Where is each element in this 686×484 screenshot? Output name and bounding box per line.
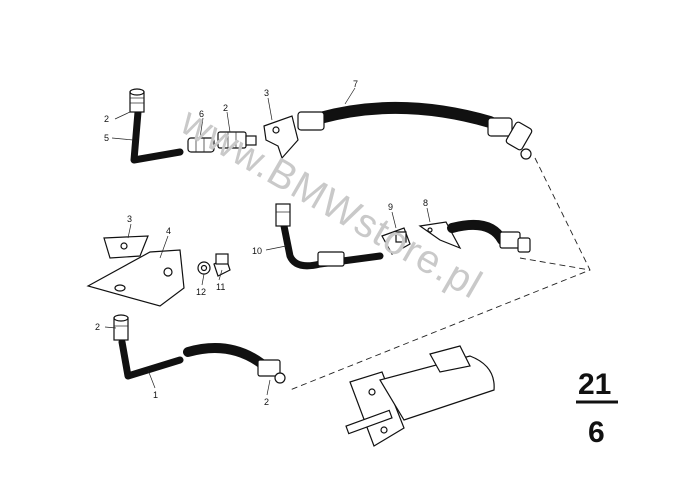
part-9-clip[interactable]	[381, 227, 411, 255]
group-number: 21 6	[576, 368, 618, 449]
callout-12: 12	[196, 287, 206, 297]
callout-1: 1	[153, 390, 158, 400]
group-main-number: 21	[578, 368, 611, 401]
slave-cylinder[interactable]	[345, 345, 495, 447]
callout-2: 2	[264, 397, 269, 407]
callout-3: 3	[264, 88, 269, 98]
callout-10: 10	[252, 246, 262, 256]
part-3-bracket-lower[interactable]	[103, 235, 149, 259]
callout-6: 6	[199, 109, 204, 119]
callout-9: 9	[388, 202, 393, 212]
reference-lines	[289, 157, 591, 391]
callout-2: 2	[223, 103, 228, 113]
part-2-union-upper[interactable]	[217, 131, 257, 149]
callout-3: 3	[127, 214, 132, 224]
callout-2: 2	[95, 322, 100, 332]
part-7-flex-hose[interactable]	[297, 101, 533, 160]
part-11-bolt[interactable]	[213, 253, 231, 277]
hose-lower-segment[interactable]	[183, 343, 286, 384]
group-sub-number: 6	[588, 416, 605, 449]
part-1-lower-pipe[interactable]	[113, 314, 184, 380]
callout-7: 7	[353, 79, 358, 89]
part-6-connector[interactable]	[187, 137, 215, 153]
callout-2: 2	[104, 114, 109, 124]
part-12-washer[interactable]	[197, 261, 211, 275]
part-8-retainer[interactable]	[418, 221, 462, 250]
part-3-bracket-upper[interactable]	[263, 115, 299, 160]
callout-4: 4	[166, 226, 171, 236]
leader-lines	[104, 87, 431, 396]
callout-5: 5	[104, 133, 109, 143]
hose-right-segment[interactable]	[447, 220, 531, 253]
callout-11: 11	[216, 282, 225, 292]
part-10-middle-pipe[interactable]	[275, 203, 384, 270]
part-4-mounting-plate[interactable]	[86, 249, 185, 307]
part-5-bent-pipe[interactable]	[129, 88, 184, 164]
callout-labels: 2 5 6 2 3 7 3 4 12 11 10 9 8 2 1 2	[95, 79, 428, 407]
callout-8: 8	[423, 198, 428, 208]
